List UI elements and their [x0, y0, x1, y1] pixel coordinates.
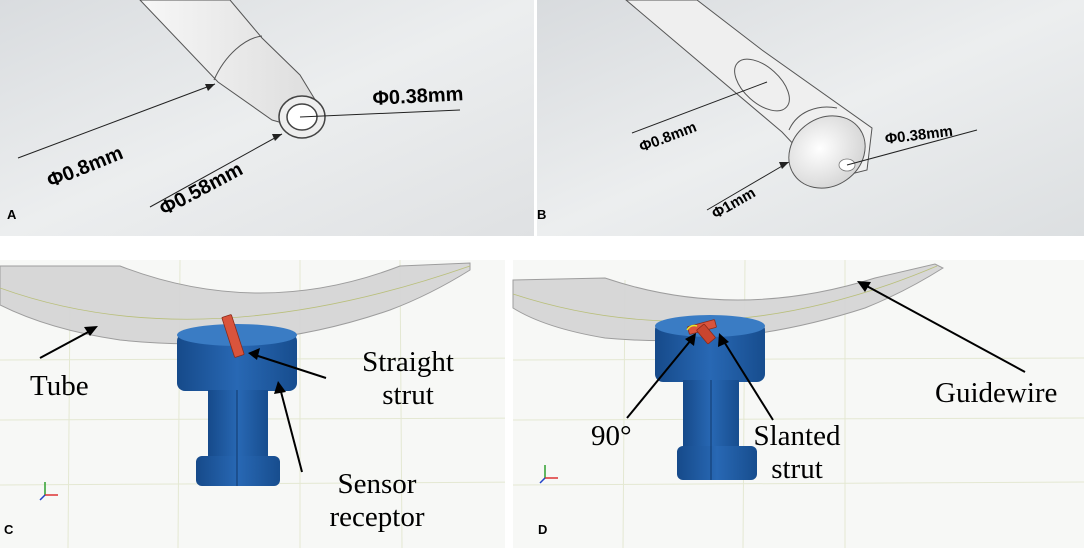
panel-letter-a: A [7, 207, 17, 222]
taper-ring [213, 35, 263, 81]
panel-c-drawing [0, 260, 540, 548]
label-slanted-strut-line1: Slanted [753, 420, 841, 452]
tube-ring [0, 262, 471, 345]
arrow-tube [39, 329, 93, 359]
guidewire-ring [512, 263, 945, 342]
arrow-guidewire [862, 283, 1026, 373]
dim-line-inner [299, 109, 461, 118]
dim-arrow-tip-b [779, 162, 789, 169]
panel-c: Tube Straight strut Sensor receptor C [0, 260, 540, 548]
slanted-strut-b [696, 323, 716, 345]
arrow-straight-strut [254, 354, 327, 379]
label-slanted-strut-line2: strut [771, 453, 823, 485]
label-tube: Tube [30, 370, 89, 402]
dim-arrow-outer [205, 84, 215, 91]
guidewire-ring [734, 58, 790, 112]
label-angle: 90° [591, 420, 632, 452]
label-sensor-line1: Sensor [337, 468, 417, 500]
panel-letter-d: D [538, 522, 548, 537]
panel-a-background [0, 0, 534, 236]
label-sensor-receptor: Sensor receptor [312, 468, 442, 534]
label-straight-strut: Straight strut [344, 346, 472, 412]
bulb-ring [788, 106, 838, 131]
dim-arrow-middle [272, 134, 282, 141]
receptor-base-d [677, 446, 757, 480]
panel-letter-b: B [537, 207, 547, 222]
dim-line-middle [149, 133, 283, 208]
receptor-neck [208, 390, 268, 460]
straight-strut [221, 314, 245, 358]
label-straight-strut-line2: strut [382, 379, 434, 411]
panel-a-drawing [0, 0, 534, 236]
panel-a: Φ0.8mm Φ0.58mm Φ0.38mm A [0, 0, 534, 236]
receptor-top [177, 333, 297, 391]
angle-mark [686, 324, 698, 331]
label-inner-diameter: Φ0.38mm [372, 83, 464, 110]
panel-b-drawing [537, 0, 1084, 236]
arrow-slanted-strut [722, 339, 774, 421]
panel-d-drawing [505, 260, 1084, 548]
arrow-angle [626, 339, 692, 419]
axes-icon-d [539, 465, 558, 484]
dim-line-inner-b [846, 129, 978, 166]
label-slanted-strut: Slanted strut [737, 420, 857, 486]
label-sensor-line2: receptor [329, 501, 425, 533]
panel-b: Φ0.8mm Φ1mm Φ0.38mm B [537, 0, 1084, 236]
label-straight-strut-line1: Straight [362, 346, 454, 378]
panel-d: 90° Slanted strut Guidewire D [505, 260, 1084, 548]
panel-letter-c: C [4, 522, 14, 537]
dim-line-outer-b [631, 81, 768, 134]
arrow-sensor-receptor [279, 387, 303, 473]
dim-line-outer [17, 83, 216, 159]
receptor-top-d [655, 322, 765, 382]
dim-line-tip-b [706, 161, 790, 211]
receptor-base [196, 456, 280, 486]
label-guidewire: Guidewire [935, 377, 1058, 409]
axes-icon [39, 482, 58, 501]
